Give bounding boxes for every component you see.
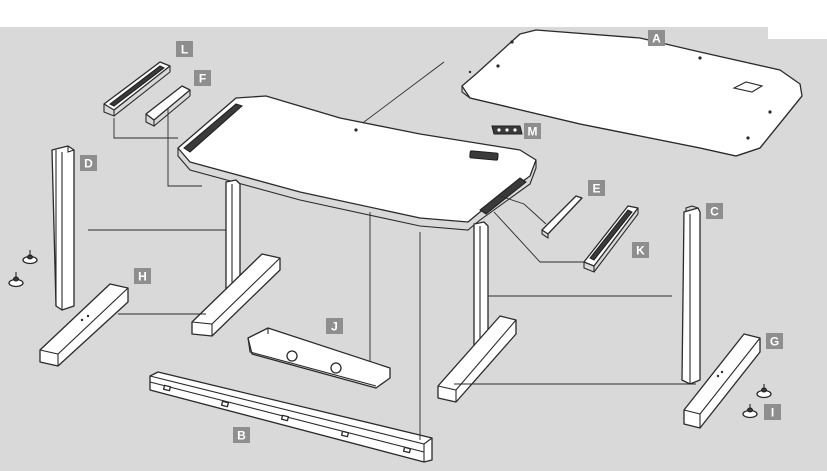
label-h-text: H (138, 270, 147, 284)
label-f: F (194, 70, 211, 86)
leader-line-f (167, 108, 202, 187)
leader-line-l (113, 118, 178, 139)
label-l-text: L (181, 43, 188, 57)
leader-line-a-to-desk (355, 61, 445, 129)
label-c: C (706, 203, 723, 219)
main-desktop (177, 95, 537, 231)
label-g: G (766, 333, 783, 349)
label-l: L (176, 41, 193, 57)
label-d-text: D (84, 157, 93, 171)
part-h-foot-beam (39, 283, 129, 367)
part-i-foot-left-1 (22, 250, 38, 265)
label-a: A (648, 30, 665, 46)
label-e-text: E (592, 182, 600, 196)
part-c-right-leg-column (681, 205, 701, 385)
part-g-foot-beam (683, 333, 761, 429)
label-g-text: G (770, 335, 779, 349)
part-i-foot-right-1 (756, 384, 772, 399)
label-k-text: K (636, 244, 645, 258)
label-k: K (632, 242, 649, 258)
label-m-text: M (528, 125, 538, 139)
part-l-bracket (103, 61, 171, 117)
label-e: E (588, 180, 605, 196)
label-i: I (764, 404, 781, 420)
part-e-bracket (541, 195, 583, 240)
label-b-text: B (237, 429, 246, 443)
part-m-control-box (491, 125, 523, 135)
part-i-foot-right-2 (742, 404, 758, 419)
label-i-text: I (771, 406, 774, 420)
part-f-small-bracket (145, 85, 191, 127)
part-d-left-leg-column (51, 145, 75, 311)
label-f-text: F (199, 72, 206, 86)
part-a-desktop-board (461, 29, 803, 157)
label-d: D (80, 155, 97, 171)
leader-line-k (493, 211, 584, 263)
part-b-crossbar (149, 371, 433, 463)
part-j-cable-tray (247, 327, 391, 389)
leader-line-e (499, 195, 547, 225)
label-j: J (326, 318, 343, 334)
label-j-text: J (331, 320, 338, 334)
part-k-bracket (583, 205, 639, 273)
right-frame-leg (437, 221, 517, 403)
label-h: H (134, 268, 151, 284)
part-i-foot-left-2 (8, 272, 24, 288)
label-a-text: A (652, 32, 661, 46)
label-b: B (233, 427, 250, 443)
label-m: M (524, 123, 541, 139)
left-frame-leg (191, 179, 281, 337)
label-c-text: C (710, 205, 719, 219)
background-notch (768, 27, 827, 39)
